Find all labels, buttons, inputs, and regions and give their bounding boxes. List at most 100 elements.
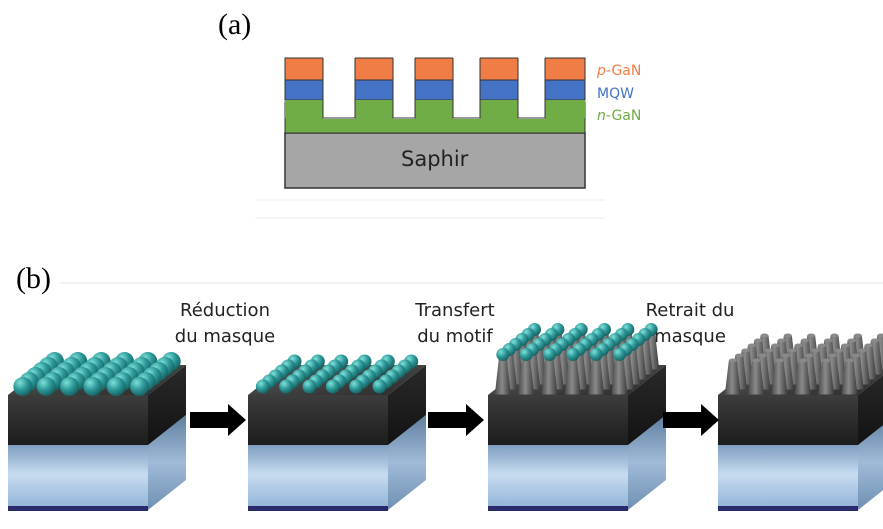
lower-side-face xyxy=(148,415,186,510)
base-strip xyxy=(718,506,858,511)
n-gan-mesa xyxy=(545,100,585,118)
blocks-group xyxy=(8,323,883,511)
lower-front-face xyxy=(248,445,388,510)
n-gan-mesa xyxy=(480,100,518,118)
block-4 xyxy=(718,333,883,511)
nanopillar xyxy=(611,358,628,395)
nanopillar xyxy=(818,360,835,395)
nanopillar xyxy=(541,358,558,395)
pillar-top xyxy=(828,353,837,358)
lower-front-face xyxy=(8,445,148,510)
mask-sphere xyxy=(349,379,364,394)
mask-sphere xyxy=(83,377,103,396)
process-arrow-2 xyxy=(428,404,484,436)
mask-sphere xyxy=(130,377,149,396)
process-arrow-1 xyxy=(190,404,246,436)
lower-front-face xyxy=(718,445,858,510)
step-2-line-2: du motif xyxy=(417,326,493,347)
block-1 xyxy=(8,352,186,511)
panel-a-label: (a) xyxy=(218,8,252,41)
pillar-top xyxy=(858,348,867,353)
upper-front-face xyxy=(248,395,388,445)
pillar-top xyxy=(777,338,786,343)
lower-side-face xyxy=(388,415,426,510)
upper-side-face xyxy=(148,365,186,445)
pillar-top xyxy=(824,338,833,343)
n-gan-mesa xyxy=(285,100,323,118)
trench-outline xyxy=(322,58,356,119)
block-3 xyxy=(488,323,666,511)
pillar-top xyxy=(735,353,744,358)
pillar-top xyxy=(747,343,756,348)
nanopillar xyxy=(494,358,511,395)
mask-sphere xyxy=(566,348,580,361)
pillar-top xyxy=(845,358,854,363)
base-strip xyxy=(8,506,148,511)
pillar-top xyxy=(775,358,784,363)
base-strip xyxy=(488,506,628,511)
pillar-top xyxy=(754,338,763,343)
upper-front-face xyxy=(8,395,148,445)
lower-side-face xyxy=(628,415,666,510)
pillar-top xyxy=(841,343,850,348)
upper-side-face xyxy=(388,365,426,445)
step-3-line-1: Retrait du xyxy=(645,300,735,321)
panel-b-label: (b) xyxy=(16,262,51,295)
pillar-top xyxy=(764,348,773,353)
legend-n-gan: n-GaN xyxy=(597,109,641,123)
step-3-line-2: masque xyxy=(654,326,726,347)
pillar-top xyxy=(811,348,820,353)
upper-front-face xyxy=(718,395,858,445)
trench-outline xyxy=(452,58,481,119)
pillar-top xyxy=(800,338,809,343)
trench xyxy=(518,55,545,119)
mask-sphere xyxy=(496,348,510,361)
pillar-top xyxy=(728,358,737,363)
mask-sphere xyxy=(279,379,294,394)
mask-sphere xyxy=(60,377,79,396)
mesa-columns xyxy=(284,55,586,119)
substrate-label: Saphir xyxy=(401,147,469,171)
legend-mqw: MQW xyxy=(597,87,634,101)
mask-sphere xyxy=(36,377,56,396)
pillar-top xyxy=(877,333,883,338)
mask-sphere xyxy=(372,379,387,394)
step-2-line-1: Transfert xyxy=(415,300,495,321)
mask-sphere xyxy=(13,377,33,396)
pillar-top xyxy=(807,333,816,338)
upper-side-face xyxy=(858,375,883,445)
pillar-top xyxy=(864,343,873,348)
pillar-top xyxy=(781,353,790,358)
n-gan-mesa xyxy=(355,100,393,118)
step-1-line-1: Réduction xyxy=(180,300,270,321)
nanopillar xyxy=(841,360,858,395)
pillar-top xyxy=(870,338,879,343)
pillar-top xyxy=(830,333,839,338)
mask-sphere xyxy=(106,377,126,396)
pillar-top xyxy=(847,338,856,343)
pillar-top xyxy=(771,343,780,348)
upper-side-face xyxy=(628,365,666,445)
mask-sphere xyxy=(302,379,317,394)
pillar-top xyxy=(788,348,797,353)
pillar-top xyxy=(853,333,862,338)
nanopillar xyxy=(564,358,581,395)
pillar-top xyxy=(760,333,769,338)
sapphire-substrate xyxy=(284,132,586,189)
lower-side-face xyxy=(858,425,883,510)
nanopillar xyxy=(771,360,788,395)
nanopillar xyxy=(518,358,535,395)
base-strip xyxy=(248,506,388,511)
pillar-top xyxy=(741,348,750,353)
nanopillar xyxy=(748,360,765,395)
arrows-group xyxy=(190,404,719,436)
step-label-3: Retrait du masque xyxy=(635,298,745,350)
n-gan-mesa xyxy=(415,100,453,118)
legend-p-gan-prefix: p xyxy=(597,63,606,79)
trench-outline xyxy=(392,58,416,119)
mask-sphere xyxy=(255,379,270,394)
step-label-1: Réduction du masque xyxy=(170,298,280,350)
legend-mqw-text: MQW xyxy=(597,86,634,102)
